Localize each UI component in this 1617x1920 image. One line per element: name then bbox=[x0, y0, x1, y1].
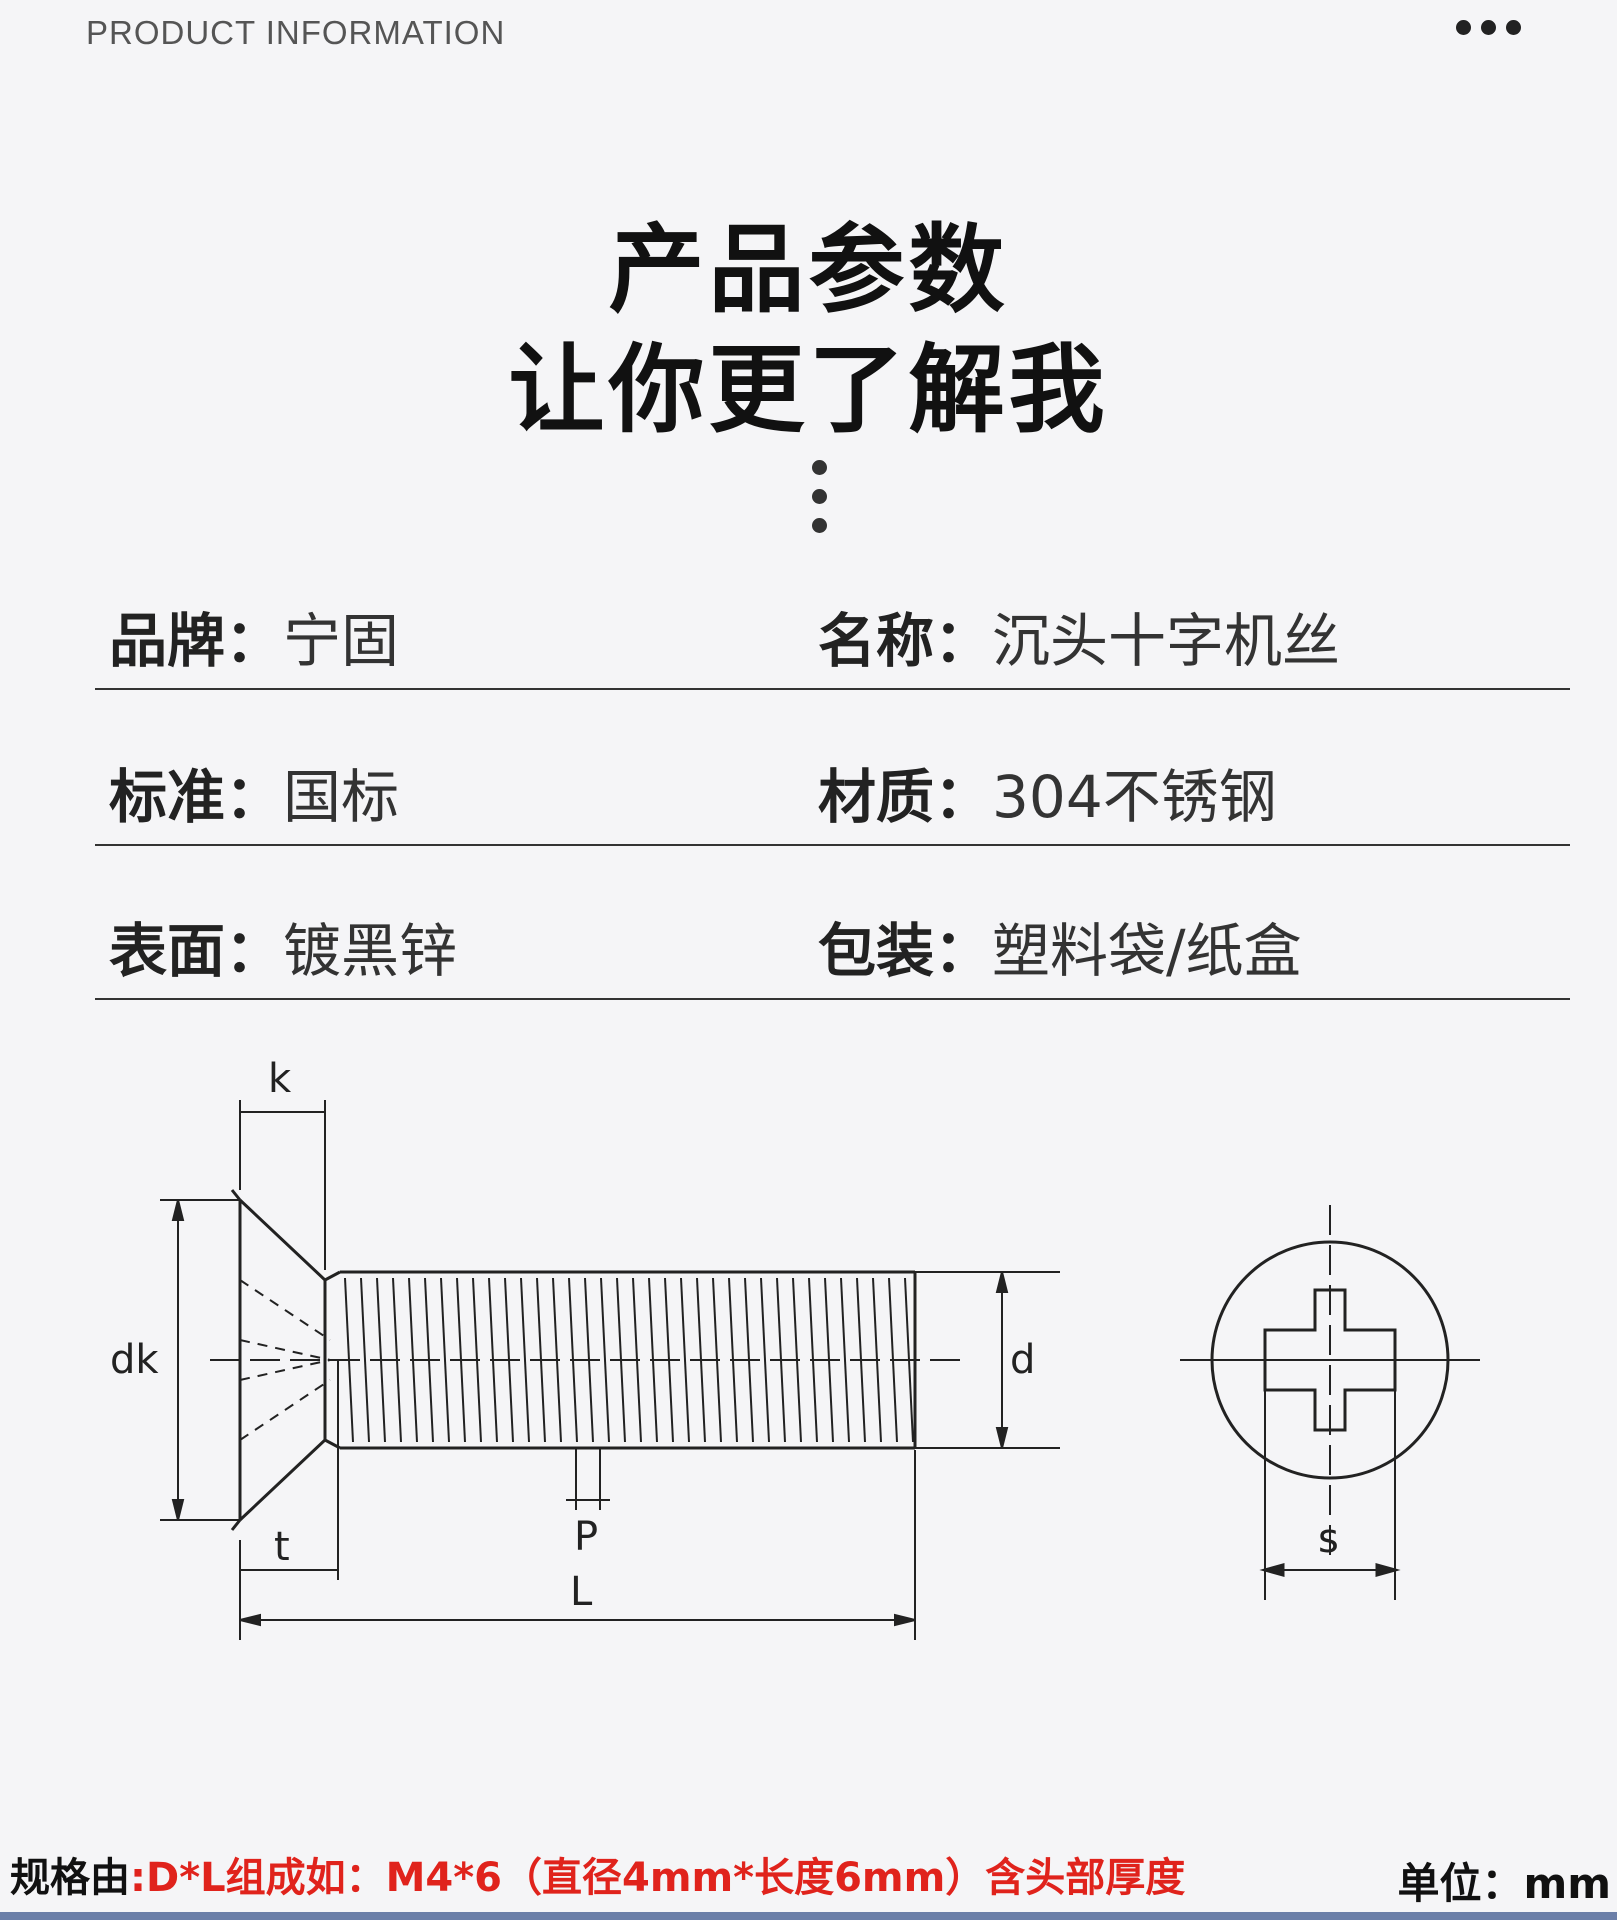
spec-value: 镀黑锌 bbox=[283, 917, 458, 985]
label-s: s bbox=[1318, 1516, 1339, 1562]
unit-label: 单位：mm bbox=[1397, 1859, 1611, 1908]
screw-top-view bbox=[1180, 1205, 1480, 1600]
label-d: d bbox=[1010, 1337, 1035, 1383]
thread-line bbox=[440, 1277, 450, 1443]
label-t: t bbox=[274, 1524, 290, 1570]
spec-name: 名称：沉头十字机丝 bbox=[818, 594, 1340, 678]
spec-brand: 品牌：宁固 bbox=[109, 594, 399, 678]
thread-line bbox=[360, 1277, 370, 1443]
spec-surface: 表面：镀黑锌 bbox=[109, 904, 457, 988]
spec-footer-note: 规格由:D*L组成如：M4*6（直径4mm*长度6mm）含头部厚度 bbox=[10, 1845, 1607, 1903]
label-l: L bbox=[570, 1569, 593, 1615]
spec-material: 材质：304不锈钢 bbox=[818, 750, 1277, 834]
spec-row: 品牌：宁固 名称：沉头十字机丝 bbox=[95, 538, 1570, 690]
thread-line bbox=[840, 1277, 850, 1443]
thread-line bbox=[680, 1277, 690, 1443]
spec-key: 标准： bbox=[109, 763, 284, 831]
page-title: 产品参数 bbox=[608, 214, 1009, 326]
label-dk: dk bbox=[110, 1337, 159, 1383]
dimension-lines bbox=[160, 1100, 1060, 1640]
spec-key: 材质： bbox=[818, 763, 993, 831]
thread-line bbox=[600, 1277, 610, 1443]
spec-value: 304不锈钢 bbox=[992, 763, 1277, 831]
spec-value: 沉头十字机丝 bbox=[992, 607, 1341, 675]
more-options-icon[interactable] bbox=[1456, 20, 1521, 35]
footer-red-note: :D*L组成如：M4*6（直径4mm*长度6mm）含头部厚度 bbox=[130, 1855, 1186, 1901]
bottom-band bbox=[0, 1912, 1617, 1920]
thread-line bbox=[760, 1277, 770, 1443]
spec-key: 品牌： bbox=[109, 607, 284, 675]
spec-key: 包装： bbox=[818, 917, 993, 985]
screw-dimension-diagram: k dk d t P L s bbox=[110, 1056, 1480, 1640]
page-subtitle: 让你更了解我 bbox=[508, 334, 1109, 446]
spec-value: 塑料袋/纸盒 bbox=[992, 917, 1302, 985]
spec-key: 表面： bbox=[109, 917, 284, 985]
header-label: PRODUCT INFORMATION bbox=[86, 14, 506, 51]
screw-side-view bbox=[210, 1189, 960, 1531]
spec-key: 名称： bbox=[818, 607, 993, 675]
spec-value: 国标 bbox=[283, 763, 400, 831]
label-k: k bbox=[268, 1056, 292, 1102]
footer-prefix: 规格由 bbox=[10, 1855, 130, 1901]
spec-value: 宁固 bbox=[283, 607, 400, 675]
spec-packaging: 包装：塑料袋/纸盒 bbox=[818, 904, 1302, 988]
spec-row: 标准：国标 材质：304不锈钢 bbox=[95, 694, 1570, 846]
vertical-dots-icon bbox=[812, 460, 828, 547]
spec-row: 表面：镀黑锌 包装：塑料袋/纸盒 bbox=[95, 848, 1570, 1000]
thread-line bbox=[520, 1277, 530, 1443]
spec-standard: 标准：国标 bbox=[109, 750, 399, 834]
label-p: P bbox=[574, 1514, 598, 1560]
